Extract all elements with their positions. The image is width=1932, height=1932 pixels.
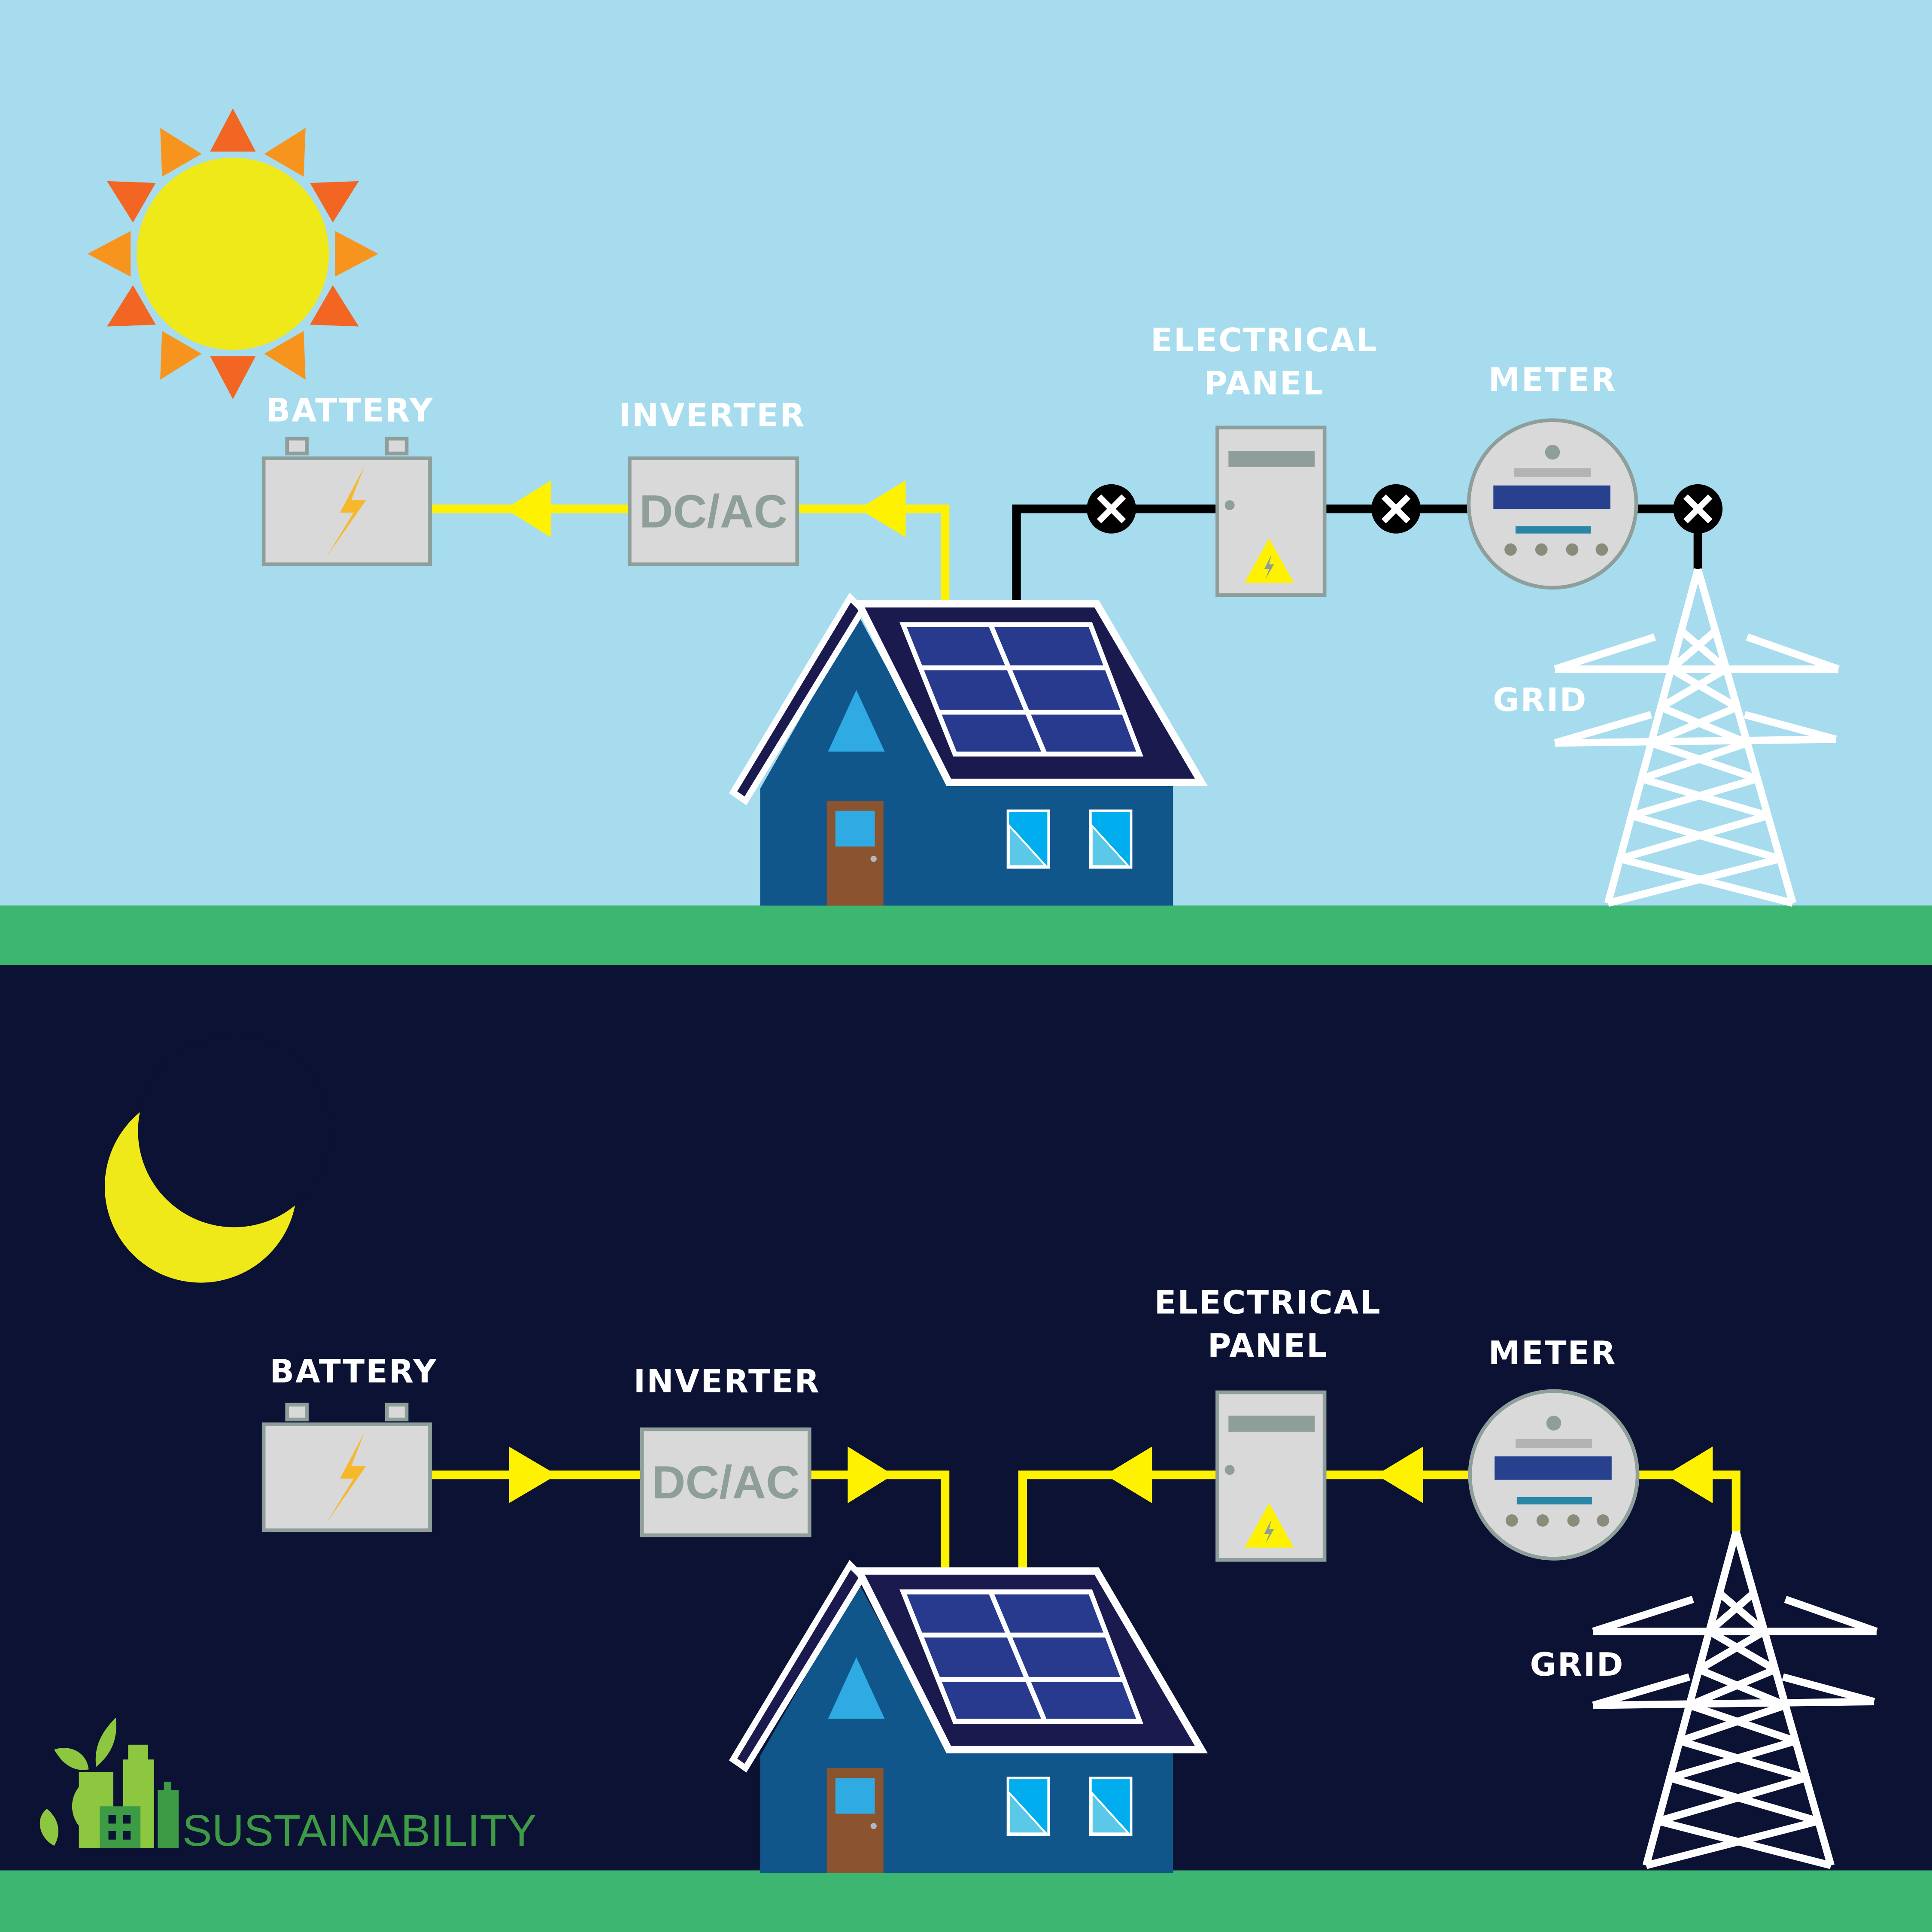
- disconnect-x-icon: [1371, 484, 1421, 534]
- moon-icon: [104, 1035, 331, 1283]
- sun-ray: [264, 128, 306, 177]
- arrow-left-icon: [1105, 1446, 1152, 1504]
- night-grid-tower-icon: [1592, 1530, 1878, 1869]
- sun-ray: [87, 231, 131, 277]
- arrow-left-icon: [859, 480, 906, 538]
- night-electrical-panel-icon: [1217, 1392, 1324, 1560]
- night-panel-label-1: ELECTRICAL: [1154, 1284, 1382, 1321]
- night-inverter-text: DC/AC: [652, 1456, 800, 1509]
- day-grid-label: GRID: [1493, 681, 1587, 719]
- logo-text: SUSTAINABILITY: [182, 1805, 537, 1855]
- day-grid-tower-icon: [1554, 568, 1840, 907]
- night-panel-label-2: PANEL: [1208, 1327, 1328, 1364]
- sun-ray: [210, 356, 256, 399]
- night-grid-label: GRID: [1530, 1646, 1625, 1683]
- sun-icon: [87, 108, 379, 399]
- tower-frame: [1554, 568, 1840, 907]
- night-battery-icon: [264, 1405, 430, 1531]
- day-meter-label: METER: [1488, 361, 1617, 398]
- night-battery-label: BATTERY: [270, 1353, 437, 1390]
- sun-disc: [137, 158, 329, 350]
- tower-frame: [1592, 1530, 1878, 1869]
- sun-ray: [335, 231, 379, 277]
- night-ground: [0, 1870, 1932, 1932]
- day-battery-icon: [264, 439, 430, 565]
- sun-ray: [107, 285, 156, 327]
- arrow-left-icon: [1376, 1446, 1423, 1504]
- sun-ray: [107, 181, 156, 223]
- day-inverter-label: INVERTER: [619, 397, 805, 434]
- night-inverter-label: INVERTER: [634, 1363, 820, 1400]
- night-meter-icon: [1470, 1391, 1637, 1558]
- night-meter-label: METER: [1488, 1334, 1617, 1372]
- sun-ray: [310, 285, 359, 327]
- day-panel-label-2: PANEL: [1204, 365, 1324, 402]
- arrow-left-icon: [505, 480, 551, 538]
- sun-ray: [160, 128, 202, 177]
- day-inverter-text: DC/AC: [639, 485, 787, 538]
- day-battery-label: BATTERY: [266, 392, 434, 429]
- disconnect-x-icon: [1673, 484, 1722, 534]
- arrow-left-icon: [1666, 1446, 1713, 1504]
- day-electrical-panel-icon: [1217, 428, 1324, 595]
- day-inverter-box: [628, 456, 799, 566]
- disconnect-x-icon: [1087, 484, 1136, 534]
- day-ground: [0, 905, 1932, 965]
- sun-ray: [210, 108, 256, 152]
- arrow-right-icon: [509, 1446, 557, 1504]
- night-inverter-box: [640, 1427, 811, 1537]
- day-meter-icon: [1469, 420, 1636, 588]
- day-panel-label-1: ELECTRICAL: [1151, 322, 1378, 359]
- sustainability-logo: SUSTAINABILITY: [39, 1717, 537, 1855]
- arrow-right-icon: [848, 1446, 893, 1504]
- sun-ray: [310, 181, 359, 223]
- sun-ray: [264, 331, 306, 380]
- sun-ray: [160, 331, 202, 380]
